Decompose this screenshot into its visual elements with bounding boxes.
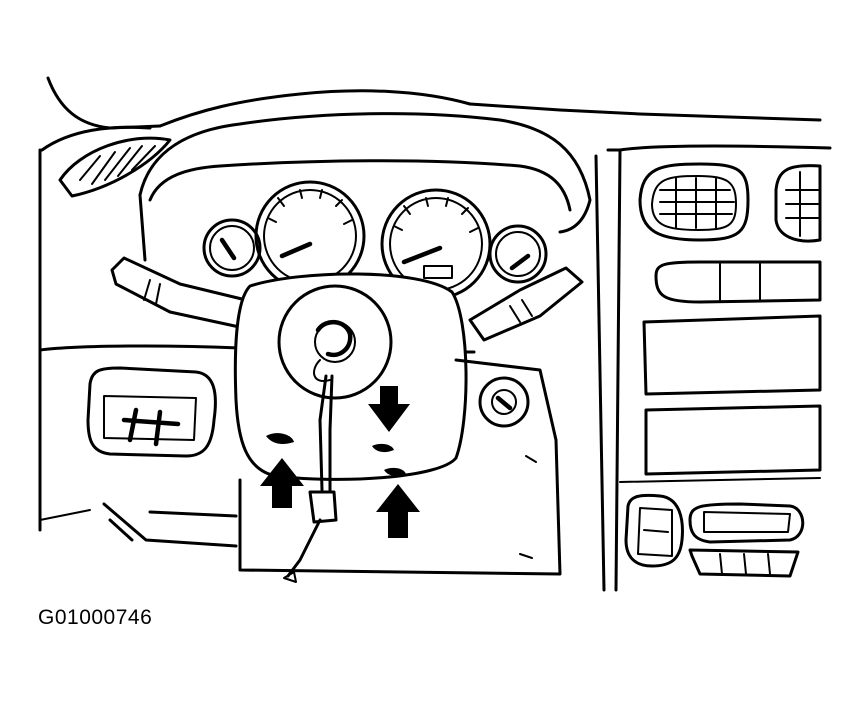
airbag-module	[233, 272, 468, 583]
knee-panel	[102, 502, 238, 548]
center-stack	[594, 144, 832, 592]
figure-caption: G01000746	[38, 606, 153, 629]
arrow-down	[368, 386, 410, 432]
indicator-arrows	[260, 386, 420, 538]
ignition-lock	[478, 376, 530, 428]
left-lower-vent	[86, 366, 217, 458]
instrument-cluster-hood	[138, 112, 592, 262]
left-upper-vent	[58, 136, 172, 198]
diagram-illustration	[38, 76, 832, 592]
column-lower-panel	[238, 358, 562, 576]
arrow-up-right	[376, 484, 420, 538]
arrow-up-left	[260, 458, 304, 508]
dashboard-outline	[38, 76, 822, 532]
